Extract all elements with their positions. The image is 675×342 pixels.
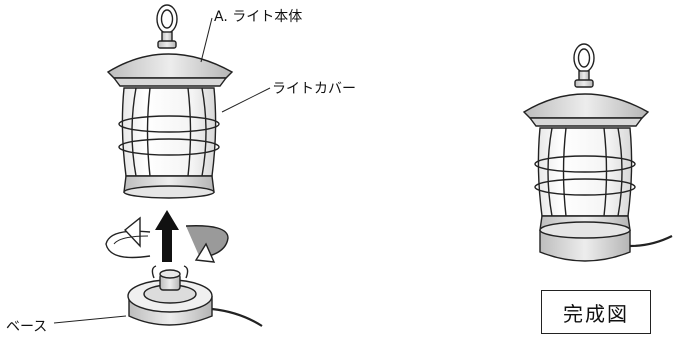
lift-arrow bbox=[155, 210, 179, 262]
lantern-cap bbox=[108, 54, 232, 78]
label-light-body: A. ライト本体 bbox=[214, 6, 302, 26]
completed-figure-label: 完成図 bbox=[563, 298, 629, 327]
completed-figure-box: 完成図 bbox=[541, 290, 651, 334]
light-body-exploded bbox=[108, 5, 232, 198]
completed-lantern bbox=[524, 44, 672, 261]
base bbox=[128, 266, 262, 326]
rotate-arrow-right bbox=[186, 226, 228, 262]
label-light-cover: ライトカバー bbox=[272, 78, 356, 98]
rotate-arrow-left bbox=[106, 218, 150, 258]
hanging-ring bbox=[157, 5, 177, 33]
label-base: ベース bbox=[6, 316, 47, 336]
